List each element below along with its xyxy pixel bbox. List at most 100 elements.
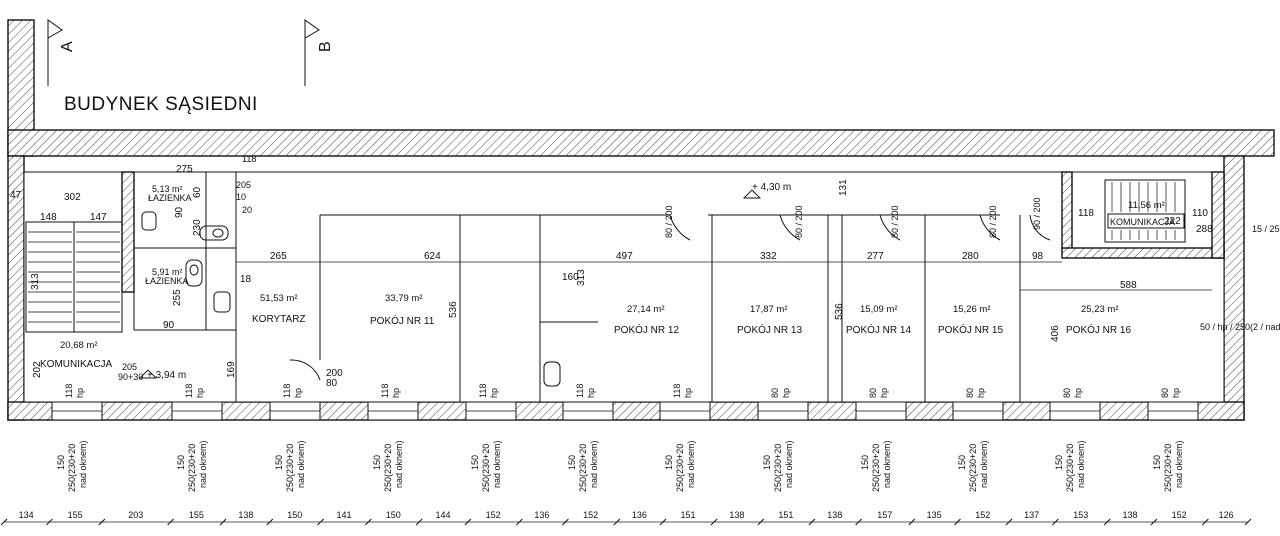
bottom-dim-label: 153 xyxy=(1073,510,1088,520)
dim-tick xyxy=(317,518,324,526)
dim-313-mid: 313 xyxy=(576,269,587,286)
dim-tick xyxy=(364,518,372,526)
bottom-dim-label: 203 xyxy=(128,510,143,520)
dim-tick xyxy=(1244,518,1252,526)
room-name-pokoj-16: POKÓJ NR 16 xyxy=(1066,323,1131,336)
room-area-pokoj-14: 15,09 m² xyxy=(860,304,898,315)
window-lintel-note: nad oknem) xyxy=(882,440,892,488)
window-lintel-note: nad oknem) xyxy=(979,440,989,488)
misc-9030: 90+30 xyxy=(118,372,143,382)
window-top-dim: 80 xyxy=(1160,388,1170,398)
window-lintel-height: 250(230+20 xyxy=(285,444,295,492)
stairs-right xyxy=(1104,179,1186,243)
room-area-lazienka-1: 5,13 m² xyxy=(152,184,183,194)
bottom-dim-label: 138 xyxy=(238,510,253,520)
dim-tick xyxy=(1051,518,1059,526)
window-top-unit: hp xyxy=(586,388,596,398)
dim-202: 202 xyxy=(32,361,43,378)
room-name-komunikacja-2: KOMUNIKACJA xyxy=(1110,217,1175,227)
dim-200: 200 xyxy=(326,368,343,379)
dim-tick xyxy=(562,518,569,526)
dim-255: 255 xyxy=(172,289,183,306)
room-name-pokoj-14: POKÓJ NR 14 xyxy=(846,323,911,336)
window-top-unit: hp xyxy=(1171,388,1181,398)
partitions xyxy=(133,172,1021,402)
window-lintel-note: nad oknem) xyxy=(394,440,404,488)
dim-230: 90 xyxy=(174,206,185,218)
window-lintel-height: 250(230+20 xyxy=(481,444,491,492)
dim-18: 18 xyxy=(240,274,252,285)
door-dim-2: 80 / 200 xyxy=(794,205,804,238)
room-name-komunikacja: KOMUNIKACJA xyxy=(40,359,113,370)
bottom-dim-label: 155 xyxy=(68,510,83,520)
window-top-unit: hp xyxy=(976,388,986,398)
window-top-unit: hp xyxy=(489,388,499,398)
window-lintel-note: nad oknem) xyxy=(1174,440,1184,488)
window-sill-height: 150 xyxy=(176,455,186,470)
window-top-dim: 118 xyxy=(380,384,390,398)
window-lintel-note: nad oknem) xyxy=(686,440,696,488)
bottom-dim-label: 141 xyxy=(336,510,351,520)
window-top-unit: hp xyxy=(293,388,303,398)
room-area-komunikacja-2: 11,56 m² xyxy=(1128,200,1165,211)
window-top-unit: hp xyxy=(391,388,401,398)
window-lintel-note: nad oknem) xyxy=(1076,440,1086,488)
dim-tick xyxy=(464,518,472,526)
room-name-pokoj-11: POKÓJ NR 11 xyxy=(370,314,435,327)
door-dim-5: 90 / 200 xyxy=(1032,197,1042,230)
dim-265: 265 xyxy=(270,251,287,262)
vertical-dims: 313 313 536 536 406 202 169 255 230 90 6… xyxy=(30,154,1061,378)
dim-131: 131 xyxy=(838,179,849,196)
dim-588: 588 xyxy=(1120,280,1137,291)
door-dim-1: 80 / 200 xyxy=(664,205,674,238)
window-sill-height: 150 xyxy=(372,455,382,470)
toilet-icon xyxy=(199,225,229,241)
dim-536-a: 536 xyxy=(448,301,459,318)
window-top-dim: 118 xyxy=(64,384,74,398)
window-top-dim: 80 xyxy=(770,388,780,398)
dim-tick xyxy=(1201,518,1209,526)
dim-tick xyxy=(908,518,916,526)
dim-tick xyxy=(1005,518,1013,526)
dim-123: 230 xyxy=(192,219,203,236)
dim-tick xyxy=(855,518,862,526)
sink-icon xyxy=(213,291,231,313)
window-top-dim: 118 xyxy=(282,384,292,398)
dim-tick xyxy=(954,518,961,526)
bottom-dim-label: 134 xyxy=(19,510,34,520)
room-name-lazienka-1: ŁAZIENKA xyxy=(148,193,192,203)
dim-536-b: 536 xyxy=(834,303,845,320)
dim-tick xyxy=(98,518,106,526)
dim-20: 118 xyxy=(242,154,256,164)
stairs-left xyxy=(25,221,123,333)
bottom-dim-label: 152 xyxy=(1172,510,1187,520)
door-dim-4: 80 / 200 xyxy=(988,205,998,238)
window-sill-height: 150 xyxy=(860,455,870,470)
misc-205: 205 xyxy=(122,362,137,372)
window-lintel-note: nad oknem) xyxy=(784,440,794,488)
room-name-lazienka-2: ŁAZIENKA xyxy=(145,276,189,286)
room-area-pokoj-13: 17,87 m² xyxy=(750,304,788,315)
room-area-pokoj-12: 27,14 m² xyxy=(627,304,665,315)
bottom-dim-label: 152 xyxy=(583,510,598,520)
window-lintel-height: 250(230+20 xyxy=(773,444,783,492)
dim-tick xyxy=(46,518,53,526)
dim-275: 275 xyxy=(176,164,193,175)
dim-222: 222 xyxy=(1164,216,1181,227)
window-lintel-height: 250(230+20 xyxy=(578,444,588,492)
dim-288: 288 xyxy=(1196,224,1213,235)
dim-tick xyxy=(415,518,423,526)
room-area-komunikacja: 20,68 m² xyxy=(60,340,98,351)
window-top-unit: hp xyxy=(683,388,693,398)
bottom-dim-label: 135 xyxy=(927,510,942,520)
room-labels: 20,68 m² KOMUNIKACJA 5,13 m² ŁAZIENKA 5,… xyxy=(40,184,1175,370)
room-name-pokoj-15: POKÓJ NR 15 xyxy=(938,323,1003,336)
window-lintel-height: 250(230+20 xyxy=(67,444,77,492)
window-lintel-height: 250(230+20 xyxy=(383,444,393,492)
dim-tick xyxy=(266,518,274,526)
window-lintel-note: nad oknem) xyxy=(589,440,599,488)
bottom-dim-label: 137 xyxy=(1024,510,1039,520)
dim-624: 624 xyxy=(424,251,441,262)
dim-tick xyxy=(515,518,523,526)
